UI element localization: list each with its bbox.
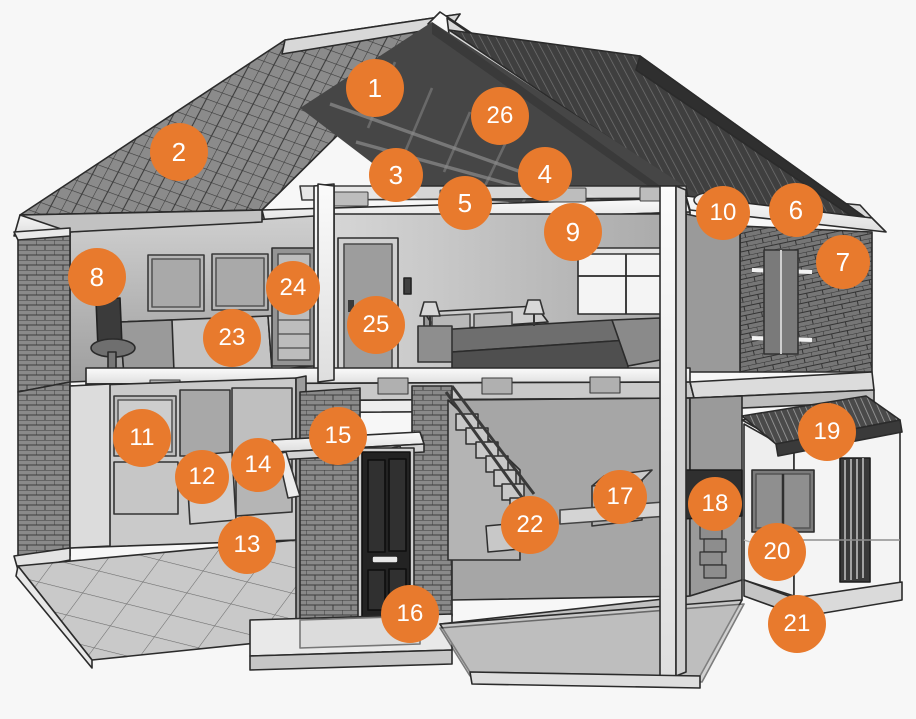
hotspot-8[interactable]: 8 [68,248,126,306]
hotspot-25[interactable]: 25 [347,296,405,354]
hotspot-9[interactable]: 9 [544,203,602,261]
hotspot-17[interactable]: 17 [593,470,647,524]
hotspot-22[interactable]: 22 [501,496,559,554]
hotspot-23[interactable]: 23 [203,309,261,367]
hotspot-24[interactable]: 24 [266,261,320,315]
hotspot-20[interactable]: 20 [748,523,806,581]
hotspot-4[interactable]: 4 [518,147,572,201]
hotspot-6[interactable]: 6 [769,183,823,237]
hotspot-7[interactable]: 7 [816,235,870,289]
hotspot-16[interactable]: 16 [381,585,439,643]
hotspot-12[interactable]: 12 [175,450,229,504]
hotspot-1[interactable]: 1 [346,59,404,117]
hotspot-10[interactable]: 10 [696,186,750,240]
hotspot-26[interactable]: 26 [471,87,529,145]
hotspot-13[interactable]: 13 [218,516,276,574]
hotspot-11[interactable]: 11 [113,409,171,467]
hotspot-14[interactable]: 14 [231,438,285,492]
hotspot-5[interactable]: 5 [438,176,492,230]
hotspot-18[interactable]: 18 [688,477,742,531]
hotspot-2[interactable]: 2 [150,123,208,181]
hotspot-21[interactable]: 21 [768,595,826,653]
hotspot-3[interactable]: 3 [369,148,423,202]
hotspot-15[interactable]: 15 [309,407,367,465]
hotspot-19[interactable]: 19 [798,403,856,461]
